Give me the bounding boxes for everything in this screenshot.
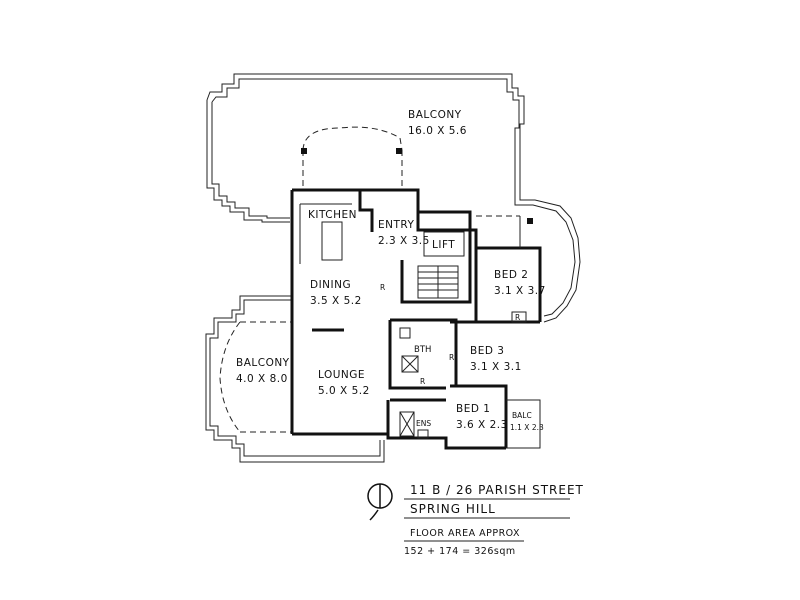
area-label: FLOOR AREA APPROX (410, 528, 520, 539)
ens-name: ENS (416, 419, 431, 428)
balcony-main-size: 16.0 X 5.6 (408, 125, 467, 137)
balc-small-name: BALC (512, 411, 532, 420)
lift-name: LIFT (432, 239, 455, 251)
address-line-2: SPRING HILL (410, 502, 496, 516)
robe-marker: R (449, 353, 454, 362)
dining-size: 3.5 X 5.2 (310, 295, 362, 307)
balcony-left-size: 4.0 X 8.0 (236, 373, 288, 385)
balcony-main-name: BALCONY (408, 109, 462, 121)
robe-marker: R (380, 283, 385, 292)
bth-name: BTH (414, 345, 431, 355)
bed3-size: 3.1 X 3.1 (470, 361, 522, 373)
bed2-size: 3.1 X 3.7 (494, 285, 546, 297)
small-balcony-outline (506, 399, 541, 449)
stairwell (417, 265, 459, 299)
apartment-walls (290, 188, 542, 450)
robe-marker: R (420, 377, 425, 386)
bed1-size: 3.6 X 2.3 (456, 419, 508, 431)
lounge-name: LOUNGE (318, 369, 365, 381)
bed2-dashed-area (476, 215, 533, 248)
kitchen-name: KITCHEN (308, 209, 357, 221)
balc-small-size: 1.1 X 2.3 (510, 423, 544, 432)
north-arrow-icon (367, 483, 393, 521)
balcony-left-name: BALCONY (236, 357, 290, 369)
robe-markers: R R R R (380, 283, 527, 386)
bed1-name: BED 1 (456, 403, 490, 415)
title-block: 11 B / 26 PARISH STREET SPRING HILL FLOO… (404, 483, 584, 557)
bed2-name: BED 2 (494, 269, 528, 281)
bed3-name: BED 3 (470, 345, 504, 357)
entry-name: ENTRY (378, 219, 415, 231)
robe-marker: R (515, 313, 520, 322)
ensuite-fixtures (399, 411, 429, 439)
area-value: 152 + 174 = 326sqm (404, 546, 516, 557)
entry-size: 2.3 X 3.5 (378, 235, 430, 247)
dining-name: DINING (310, 279, 351, 291)
balcony-left-outline (205, 295, 385, 463)
bathroom-fixtures (399, 327, 419, 373)
balcony-bay-dashed (301, 126, 403, 188)
address-line-1: 11 B / 26 PARISH STREET (410, 483, 584, 497)
lift-shaft (423, 231, 465, 257)
balcony-main-outline (206, 73, 581, 323)
lounge-size: 5.0 X 5.2 (318, 385, 370, 397)
kitchen-island (299, 203, 352, 264)
